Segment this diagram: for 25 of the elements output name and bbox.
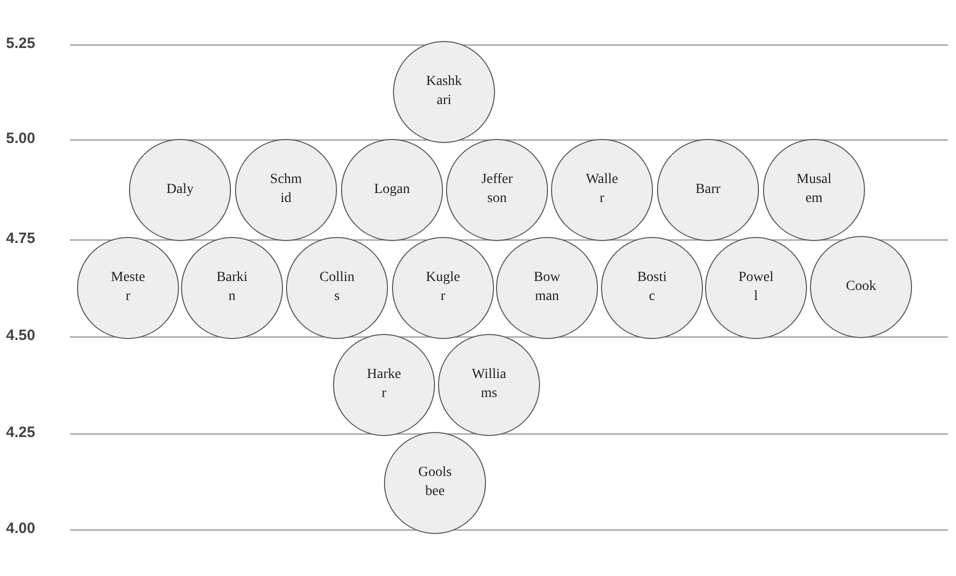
name-label: Cook [846, 278, 876, 296]
name-label: Daly [166, 180, 194, 199]
axis-tick-label: 4.75 [6, 230, 36, 247]
axis-tick-label: 5.25 [6, 35, 36, 52]
name-label: Gools bee [418, 464, 452, 501]
axis-tick-label: 4.25 [6, 424, 36, 441]
name-label: Kugle r [426, 269, 460, 306]
name-label: Musal em [796, 171, 832, 208]
name-label: Meste r [110, 269, 146, 306]
axis-tick-label: 4.00 [6, 520, 36, 537]
name-label: Harke r [366, 366, 402, 403]
name-label: Walle r [586, 171, 618, 208]
name-label: Willia ms [472, 366, 506, 403]
name-label: Kashk ari [426, 73, 462, 110]
name-label: Bow man [534, 269, 560, 306]
name-label: Schm id [270, 171, 302, 208]
name-label: Logan [374, 180, 410, 199]
name-label: Collin s [319, 269, 354, 306]
axis-tick-label: 5.00 [6, 130, 36, 147]
axis-tick-label: 4.50 [6, 327, 36, 344]
name-label: Barr [696, 180, 720, 199]
name-label: Bosti c [637, 269, 667, 306]
name-label: Barki n [216, 269, 248, 306]
name-label: Powel l [738, 269, 774, 306]
name-label: Jeffer son [481, 171, 513, 208]
